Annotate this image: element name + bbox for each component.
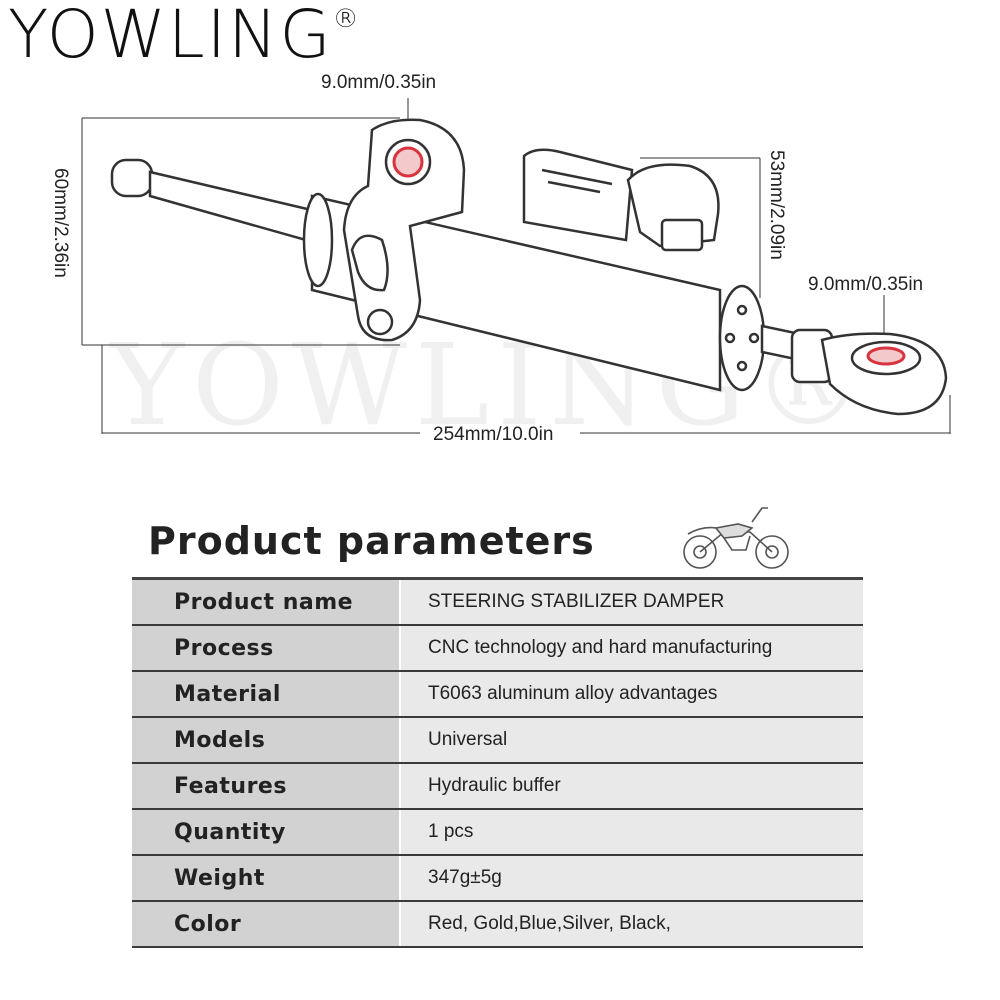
param-key: Product name — [132, 580, 399, 624]
param-value: STEERING STABILIZER DAMPER — [399, 580, 863, 624]
table-row: Color Red, Gold,Blue,Silver, Black, — [132, 902, 863, 948]
param-key: Material — [132, 672, 399, 716]
param-key: Color — [132, 902, 399, 946]
damper-body — [302, 192, 766, 392]
mount-bracket — [342, 118, 466, 342]
param-value: T6063 aluminum alloy advantages — [399, 672, 863, 716]
param-key: Quantity — [132, 810, 399, 854]
table-row: Process CNC technology and hard manufact… — [132, 626, 863, 672]
table-row: Features Hydraulic buffer — [132, 764, 863, 810]
param-key: Weight — [132, 856, 399, 900]
right-height-dimension: 53mm/2.09in — [766, 150, 787, 260]
params-table: Product name STEERING STABILIZER DAMPER … — [132, 577, 863, 948]
param-value: Universal — [399, 718, 863, 762]
param-value: Red, Gold,Blue,Silver, Black, — [399, 902, 863, 946]
damper-drawing — [81, 98, 951, 434]
param-key: Process — [132, 626, 399, 670]
param-key: Models — [132, 718, 399, 762]
table-row: Quantity 1 pcs — [132, 810, 863, 856]
dimension-lines — [81, 98, 951, 434]
adjuster-knob — [522, 148, 720, 252]
param-value: 347g±5g — [399, 856, 863, 900]
table-row: Weight 347g±5g — [132, 856, 863, 902]
param-value: 1 pcs — [399, 810, 863, 854]
motorcycle-icon — [683, 507, 789, 569]
param-value: Hydraulic buffer — [399, 764, 863, 808]
length-dimension: 254mm/10.0in — [433, 424, 554, 445]
params-title: Product parameters — [148, 519, 595, 563]
param-key: Features — [132, 764, 399, 808]
param-value: CNC technology and hard manufacturing — [399, 626, 863, 670]
right-hole-dimension: 9.0mm/0.35in — [808, 274, 924, 295]
red-bushings — [392, 146, 906, 366]
table-row: Material T6063 aluminum alloy advantages — [132, 672, 863, 718]
table-row: Product name STEERING STABILIZER DAMPER — [132, 580, 863, 626]
top-hole-dimension: 9.0mm/0.35in — [321, 72, 437, 93]
brand-logo: YOWLING® — [8, 0, 361, 73]
right-rod-end — [760, 324, 948, 416]
damper-rod — [110, 158, 322, 246]
left-height-dimension: 60mm/2.36in — [50, 168, 71, 278]
table-row: Models Universal — [132, 718, 863, 764]
